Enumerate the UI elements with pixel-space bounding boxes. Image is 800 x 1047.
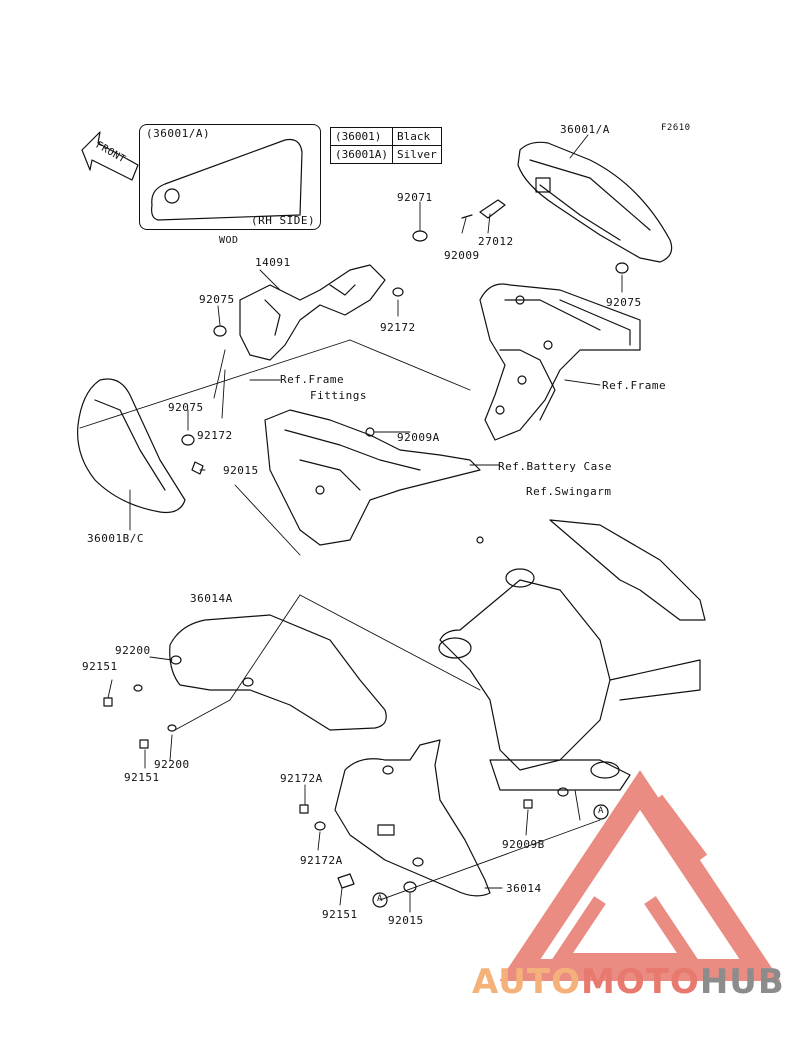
ref-label: Fittings xyxy=(310,389,367,402)
color-name: Silver xyxy=(391,145,442,164)
watermark-part3: HUB xyxy=(699,962,785,1002)
color-row: (36001A) Silver xyxy=(330,145,442,164)
part-label: 92172A xyxy=(300,854,343,867)
part-label: 36014 xyxy=(506,882,542,895)
part-label: 92015 xyxy=(223,464,259,477)
part-label: 92151 xyxy=(124,771,160,784)
inset-side-cover-sketch xyxy=(151,138,303,221)
swingarm xyxy=(438,519,706,791)
color-table: (36001) Black (36001A) Silver xyxy=(330,127,442,164)
part-label: 92151 xyxy=(322,908,358,921)
color-row: (36001) Black xyxy=(330,127,442,146)
part-label: 92151 xyxy=(82,660,118,673)
chain-cover-upper xyxy=(103,614,387,749)
clip-hardware xyxy=(412,199,629,274)
part-label: 92075 xyxy=(606,296,642,309)
front-arrow-icon xyxy=(81,131,139,181)
part-label: 92009 xyxy=(444,249,480,262)
part-label: 27012 xyxy=(478,235,514,248)
watermark-logo-icon xyxy=(499,770,781,981)
part-label: 92172 xyxy=(380,321,416,334)
part-label: 92200 xyxy=(115,644,151,657)
side-cover-right xyxy=(517,141,673,263)
battery-case-tray xyxy=(264,409,481,546)
part-label: 14091 xyxy=(255,256,291,269)
part-label: 92009A xyxy=(397,431,440,444)
frame-fitting-bracket xyxy=(213,264,404,361)
side-cover-left xyxy=(77,378,204,514)
figure-code: F2610 xyxy=(661,123,691,133)
part-label: 92015 xyxy=(388,914,424,927)
color-part: (36001) xyxy=(330,127,393,146)
part-label: 36001/A xyxy=(560,123,610,136)
inset-caption: WOD xyxy=(219,235,239,246)
frame xyxy=(479,283,641,441)
inset-title: (36001/A) xyxy=(146,127,211,140)
part-label: 92009B xyxy=(502,838,545,851)
watermark-part1: AUTO xyxy=(472,962,581,1002)
watermark-text: AUTOMOTOHUB xyxy=(472,962,785,1002)
part-label: 92071 xyxy=(397,191,433,204)
color-part: (36001A) xyxy=(330,145,393,164)
part-label: 92200 xyxy=(154,758,190,771)
inset-box xyxy=(139,124,321,230)
color-name: Black xyxy=(391,127,442,146)
inset-side-label: (RH SIDE) xyxy=(251,214,316,227)
part-label: 36014A xyxy=(190,592,233,605)
marker-a-label: A xyxy=(598,806,604,816)
part-label: 92075 xyxy=(168,401,204,414)
part-label: 36001B/C xyxy=(87,532,144,545)
part-label: 92075 xyxy=(199,293,235,306)
ref-label: Ref.Frame xyxy=(280,373,345,386)
watermark-part2: MOTO xyxy=(580,962,700,1002)
ref-label: Ref.Frame xyxy=(602,379,667,392)
marker-a-label: A xyxy=(377,894,383,904)
marker-a-icon xyxy=(372,804,609,908)
leader-lines xyxy=(79,134,623,913)
ref-label: Ref.Battery Case xyxy=(498,460,612,473)
ref-label: Ref.Swingarm xyxy=(526,485,612,498)
part-label: 92172A xyxy=(280,772,323,785)
part-label: 92172 xyxy=(197,429,233,442)
